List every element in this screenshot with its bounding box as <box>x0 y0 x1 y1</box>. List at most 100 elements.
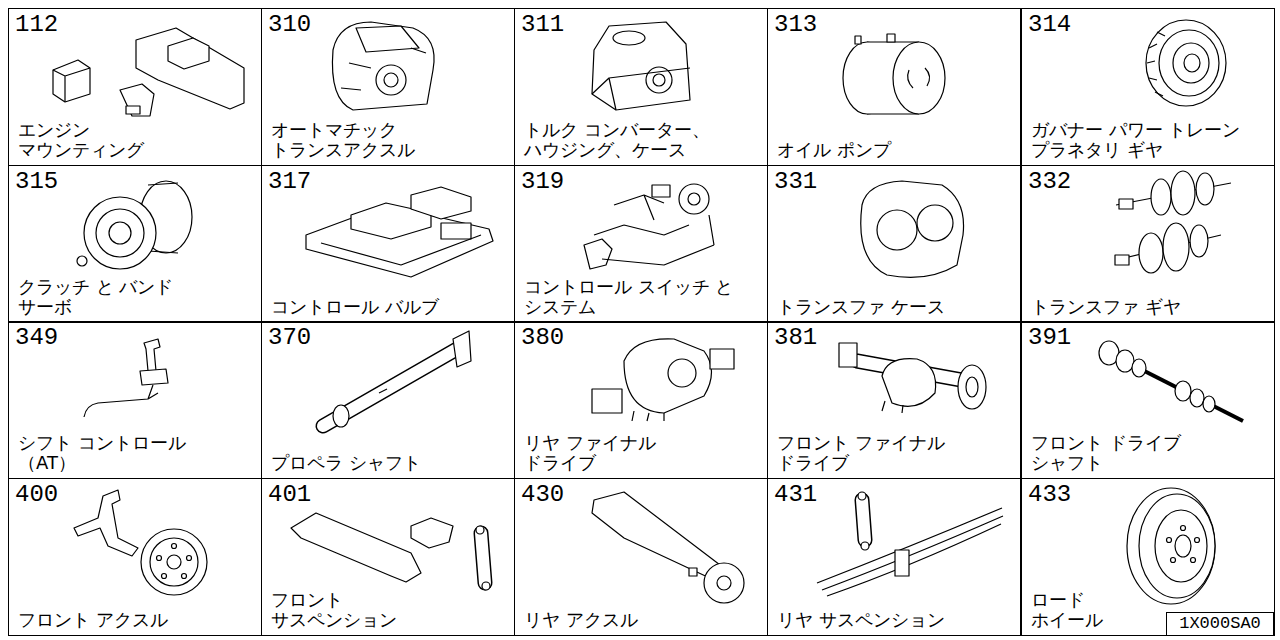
rear-suspension-art <box>817 492 1003 596</box>
oil-pump-art <box>908 68 930 88</box>
front-drive-shaft-art <box>1099 341 1243 421</box>
housing-art <box>592 22 690 110</box>
section-number: 381 <box>774 326 817 350</box>
section-name: ガバナー パワー トレーン プラネタリ ギヤ <box>1031 120 1265 160</box>
clutch-art <box>77 181 192 269</box>
rear-final-drive-art <box>624 339 712 413</box>
planetary-gear-art <box>1146 20 1226 106</box>
section-number: 317 <box>268 170 311 194</box>
rear-suspension-art <box>895 550 909 576</box>
index-cell: 315クラッチ と バンド サーボ <box>8 165 262 323</box>
section-name: リヤ ファイナル ドライブ <box>524 433 664 473</box>
control-switch-art <box>652 185 670 197</box>
drawing-code: 1X000SA0 <box>1166 612 1274 636</box>
rear-axle-art <box>717 576 731 590</box>
clutch-art <box>84 197 156 269</box>
engine-mount-art <box>168 38 209 69</box>
front-axle-art <box>157 556 162 561</box>
oil-pump-art <box>843 34 945 114</box>
index-cell: 349シフト コントロール （AT） <box>8 321 262 479</box>
section-number: 112 <box>15 13 58 37</box>
section-name: エンジン マウンティング <box>18 120 108 160</box>
shift-lever-art <box>84 385 158 417</box>
rear-axle-art <box>592 492 724 580</box>
front-axle-art <box>150 538 198 586</box>
front-final-drive-art <box>839 343 857 367</box>
road-wheel-art <box>1171 558 1176 563</box>
road-wheel-art <box>1191 558 1196 563</box>
control-switch-art <box>688 193 700 205</box>
section-number: 430 <box>521 483 564 507</box>
front-suspension-art <box>291 513 421 582</box>
propeller-shaft-art <box>323 349 457 426</box>
index-cell: 317 コントロール バルブ <box>261 165 515 323</box>
section-number: 311 <box>521 13 564 37</box>
rear-final-drive-art <box>592 339 734 421</box>
road-wheel-art <box>1175 535 1191 557</box>
index-cell: 401フロント サスペンション <box>261 478 515 636</box>
index-cell: 310オートマチック トランスアクスル <box>261 8 515 166</box>
transaxle-art <box>332 22 434 110</box>
control-switch-art <box>594 195 689 235</box>
front-drive-shaft-art <box>1190 389 1204 407</box>
front-axle-art <box>182 574 187 579</box>
front-drive-shaft-art <box>1132 359 1146 377</box>
section-number: 315 <box>15 170 58 194</box>
rear-suspension-art <box>861 542 869 550</box>
rear-final-drive-art <box>668 359 696 387</box>
section-number: 370 <box>268 326 311 350</box>
shift-lever-art <box>84 339 168 417</box>
front-axle-art <box>187 556 192 561</box>
control-switch-art <box>584 184 714 269</box>
section-name: フロント ファイナル ドライブ <box>777 433 953 473</box>
clutch-art <box>77 256 87 266</box>
section-number: 433 <box>1028 483 1071 507</box>
front-suspension-art <box>411 518 453 548</box>
section-name: トランスファ ケース <box>777 297 993 317</box>
index-cell: 431リヤ サスペンション <box>767 478 1021 636</box>
road-wheel-art <box>1167 538 1172 543</box>
engine-mount-art <box>53 28 244 116</box>
rear-final-drive-art <box>710 349 734 369</box>
housing-art <box>592 22 690 110</box>
section-number: 319 <box>521 170 564 194</box>
propeller-shaft-art <box>323 331 471 427</box>
section-number: 314 <box>1028 13 1071 37</box>
section-number: 431 <box>774 483 817 507</box>
control-switch-art <box>679 184 709 214</box>
section-number: 380 <box>521 326 564 350</box>
front-suspension-art <box>291 513 490 590</box>
road-wheel-art <box>1139 494 1215 598</box>
rear-suspension-art <box>817 508 1003 596</box>
index-cell: 370プロペラ シャフト <box>261 321 515 479</box>
transfer-gear-art <box>1115 171 1231 273</box>
planetary-gear-art <box>1147 32 1165 96</box>
rear-suspension-art <box>862 500 865 540</box>
control-valve-art <box>321 235 481 265</box>
control-switch-art <box>584 239 612 269</box>
section-name: フロント アクスル <box>18 610 234 630</box>
shift-lever-art <box>144 339 160 371</box>
section-name: コントロール バルブ <box>271 297 487 317</box>
front-axle-art <box>162 574 167 579</box>
planetary-gear-art <box>1184 54 1200 72</box>
planetary-gear-art <box>1173 43 1209 83</box>
transfer-gear-art <box>1139 233 1163 273</box>
transaxle-art <box>376 65 406 95</box>
transaxle-art <box>332 22 434 110</box>
planetary-gear-art <box>1146 20 1226 106</box>
propeller-shaft-art <box>453 331 471 367</box>
index-cell: 314 ガバナー パワー トレーン プラネタリ ギヤ <box>1021 8 1275 166</box>
section-name: フロント ドライブ シャフト <box>1031 433 1189 473</box>
section-number: 349 <box>15 326 58 350</box>
transfer-gear-art <box>1115 255 1129 265</box>
oil-pump-art <box>855 36 861 44</box>
road-wheel-art <box>1155 510 1207 582</box>
index-cell: 319コントロール スイッチ と システム <box>514 165 768 323</box>
transfer-case-art <box>861 181 964 277</box>
transaxle-art <box>341 48 426 90</box>
rear-axle-art <box>592 492 744 603</box>
front-final-drive-art <box>839 343 986 413</box>
oil-pump-art <box>887 34 895 42</box>
